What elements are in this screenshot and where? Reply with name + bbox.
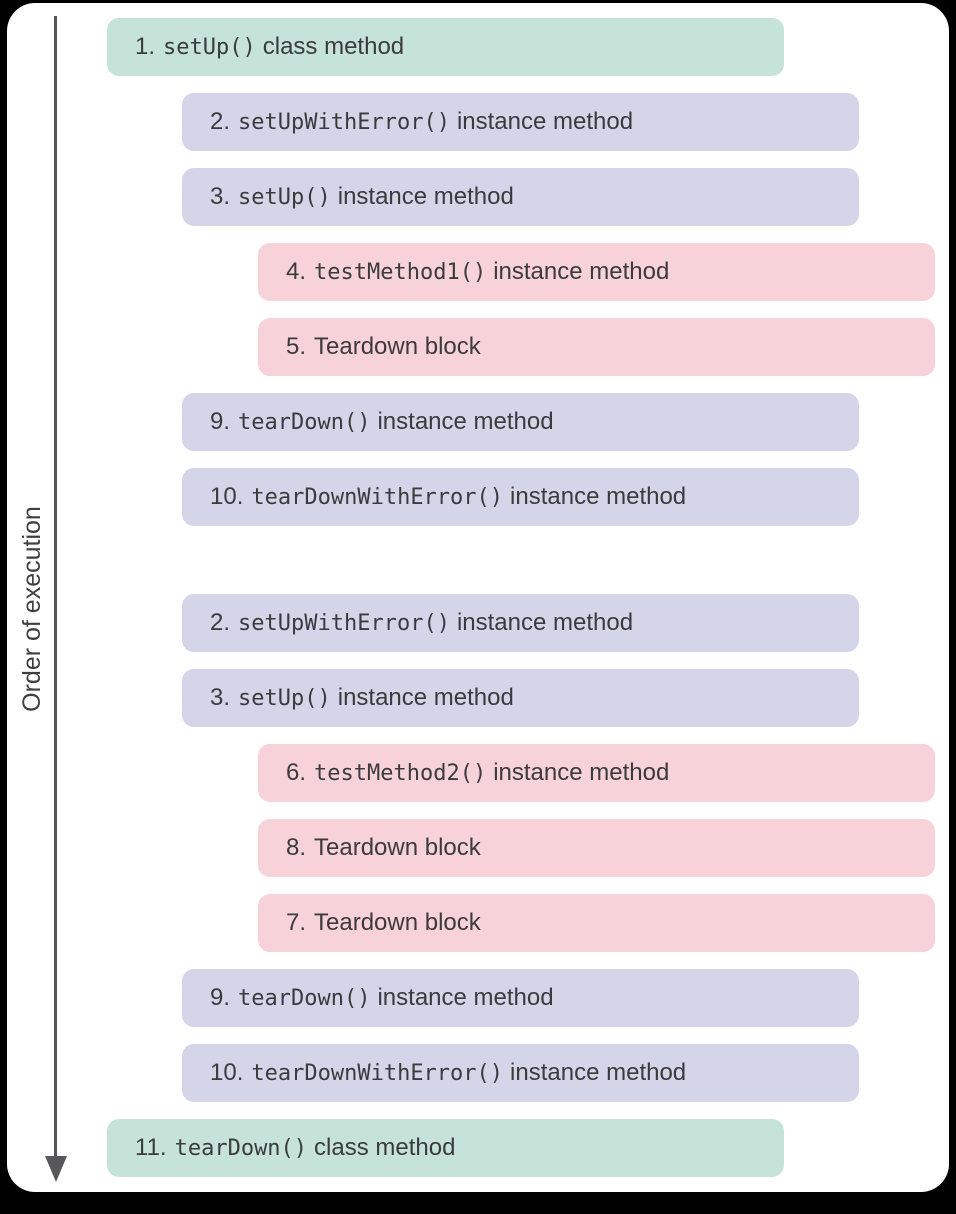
- execution-step-row: 7. Teardown block: [258, 894, 935, 952]
- step-description: instance method: [456, 609, 634, 636]
- step-code: setUpWithError(): [238, 610, 450, 636]
- step-description: Teardown block: [314, 333, 481, 360]
- step-number: 8.: [286, 834, 307, 861]
- step-code: setUp(): [238, 685, 331, 711]
- step-code: tearDownWithError(): [251, 1060, 504, 1086]
- step-number: 9.: [210, 984, 231, 1011]
- step-description: instance method: [456, 108, 634, 135]
- execution-step-row: 3. setUp() instance method: [182, 669, 859, 727]
- step-code: tearDown(): [238, 985, 371, 1011]
- step-number: 1.: [135, 33, 156, 60]
- step-code: setUpWithError(): [238, 109, 450, 135]
- step-description: instance method: [510, 483, 687, 510]
- step-number: 2.: [210, 108, 231, 135]
- execution-step-row: 1. setUp() class method: [107, 18, 784, 76]
- step-number: 3.: [210, 183, 231, 210]
- execution-step-row: 10. tearDownWithError() instance method: [182, 468, 859, 526]
- execution-step-row: 8. Teardown block: [258, 819, 935, 877]
- step-description: instance method: [337, 183, 514, 210]
- order-arrow-head-icon: [45, 1156, 67, 1182]
- step-code: setUp(): [238, 184, 331, 210]
- step-number: 3.: [210, 684, 231, 711]
- execution-step-row: 9. tearDown() instance method: [182, 393, 859, 451]
- step-description: class method: [262, 33, 405, 60]
- step-number: 6.: [286, 759, 307, 786]
- step-number: 9.: [210, 408, 231, 435]
- step-code: testMethod1(): [314, 259, 487, 285]
- execution-step-row: 10. tearDownWithError() instance method: [182, 1044, 859, 1102]
- step-number: 10.: [210, 1059, 244, 1086]
- step-description: instance method: [510, 1059, 687, 1086]
- execution-step-row: 11. tearDown() class method: [107, 1119, 784, 1177]
- step-code: tearDown(): [238, 409, 371, 435]
- step-description: Teardown block: [314, 834, 481, 861]
- diagram-canvas: Order of execution 1. setUp() class meth…: [7, 3, 949, 1192]
- execution-step-row: 2. setUpWithError() instance method: [182, 594, 859, 652]
- step-description: Teardown block: [314, 909, 481, 936]
- execution-step-row: 4. testMethod1() instance method: [258, 243, 935, 301]
- step-number: 11.: [135, 1134, 167, 1161]
- step-code: tearDown(): [174, 1135, 308, 1161]
- step-description: instance method: [337, 684, 514, 711]
- step-number: 7.: [286, 909, 307, 936]
- step-code: setUp(): [163, 34, 256, 60]
- execution-step-row: 6. testMethod2() instance method: [258, 744, 935, 802]
- step-number: 4.: [286, 258, 307, 285]
- step-description: class method: [314, 1134, 456, 1161]
- execution-steps-list: 1. setUp() class method 2. setUpWithErro…: [7, 18, 949, 1194]
- execution-step-row: 2. setUpWithError() instance method: [182, 93, 859, 151]
- step-number: 10.: [210, 483, 244, 510]
- step-description: instance method: [377, 984, 554, 1011]
- step-code: tearDownWithError(): [251, 484, 504, 510]
- execution-step-row: 9. tearDown() instance method: [182, 969, 859, 1027]
- execution-step-row: 5. Teardown block: [258, 318, 935, 376]
- step-code: testMethod2(): [314, 760, 487, 786]
- step-description: instance method: [493, 258, 670, 285]
- execution-step-row: 3. setUp() instance method: [182, 168, 859, 226]
- step-description: instance method: [493, 759, 670, 786]
- step-description: instance method: [377, 408, 554, 435]
- order-arrow-line: [54, 16, 57, 1156]
- step-number: 2.: [210, 609, 231, 636]
- step-number: 5.: [286, 333, 307, 360]
